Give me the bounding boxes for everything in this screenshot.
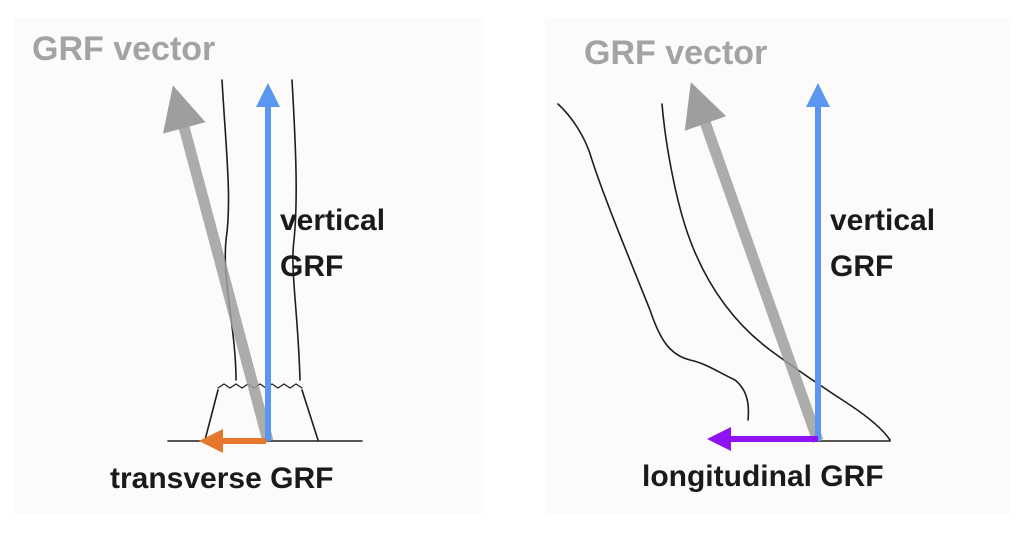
vertical-grf-label-right-line2: GRF (830, 250, 894, 283)
grf-vector-label-left: GRF vector (32, 30, 216, 68)
leg-front-outline (557, 103, 750, 421)
front-view-panel (14, 18, 484, 514)
vertical-grf-label-left-line2: GRF (280, 250, 344, 283)
grf-vector-arrow-right (684, 82, 824, 443)
longitudinal-grf-label: longitudinal GRF (642, 460, 884, 493)
grf-vector-arrow-left (163, 85, 274, 443)
leg-outline-right (291, 79, 301, 381)
coronet-band (217, 383, 303, 389)
transverse-grf-label: transverse GRF (110, 462, 334, 495)
vertical-grf-label-right: vertical GRF (830, 198, 935, 290)
grf-vector-label-right: GRF vector (584, 34, 768, 72)
leg-back-outline (661, 103, 891, 441)
leg-outline-left (221, 79, 237, 381)
vertical-grf-label-left: vertical GRF (280, 198, 385, 290)
side-leg-drawing (557, 103, 891, 442)
vertical-grf-label-right-line1: vertical (830, 204, 936, 237)
vertical-grf-label-left-line1: vertical (280, 204, 386, 237)
side-view-panel (545, 18, 1011, 514)
